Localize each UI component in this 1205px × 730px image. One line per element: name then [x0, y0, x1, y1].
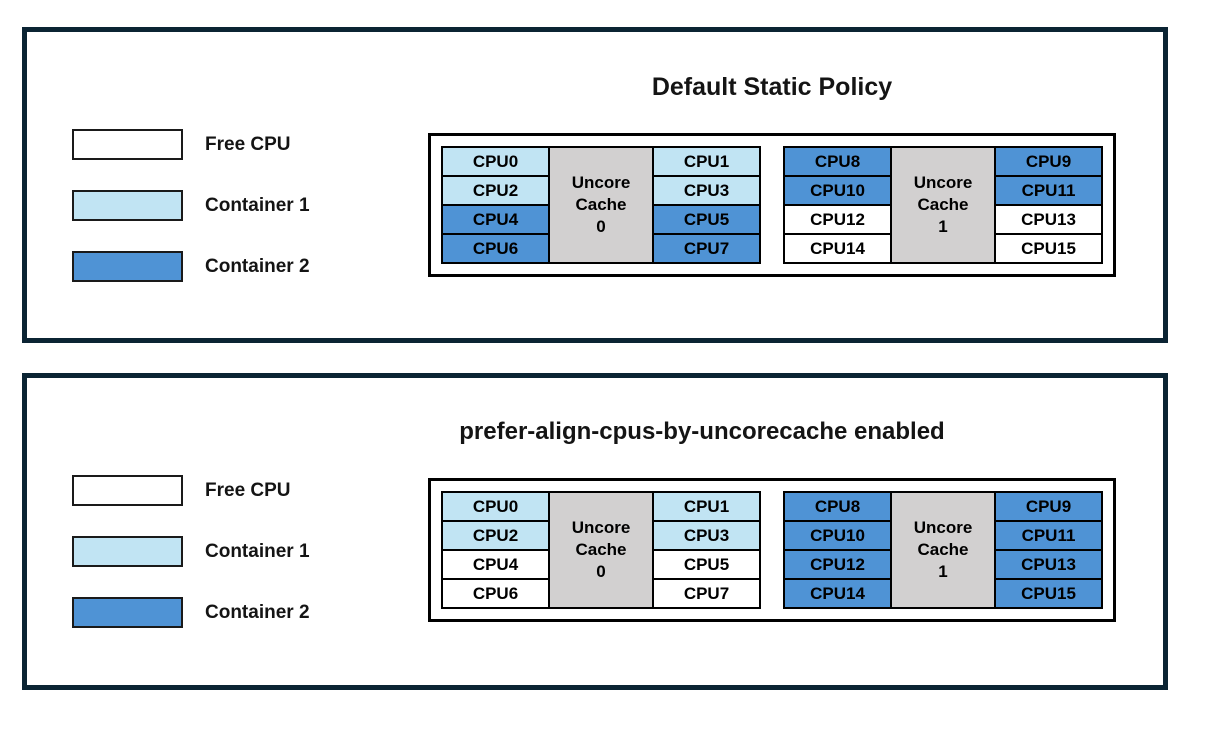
cpu-cell-cpu11: CPU11: [994, 520, 1103, 551]
cpu-cell-cpu13: CPU13: [994, 204, 1103, 235]
panel-default-static-policy: Default Static Policy Free CPU Container …: [22, 27, 1168, 343]
cpu-cell-cpu3: CPU3: [652, 175, 761, 206]
cache-label-line: 0: [596, 217, 606, 237]
cpu-cell-cpu7: CPU7: [652, 233, 761, 264]
cpu-cell-cpu5: CPU5: [652, 204, 761, 235]
panel-prefer-align-cpus-by-uncorecache: prefer-align-cpus-by-uncorecache enabled…: [22, 373, 1168, 690]
cache-label-line: Cache: [575, 194, 627, 214]
cache-label-line: Cache: [917, 539, 969, 559]
legend-item-container-1: Container 1: [72, 190, 310, 221]
cache-label-line: Cache: [575, 539, 627, 559]
cpu-cell-cpu3: CPU3: [652, 520, 761, 551]
cache-label-line: Uncore: [913, 172, 973, 192]
cache-label-line: 0: [596, 562, 606, 582]
cpu-cell-cpu10: CPU10: [783, 175, 892, 206]
legend-swatch-free-cpu: [72, 475, 183, 506]
cpu-cell-cpu15: CPU15: [994, 233, 1103, 264]
cpu-cell-cpu4: CPU4: [441, 204, 550, 235]
cpu-cell-cpu8: CPU8: [783, 146, 892, 177]
legend-swatch-container-2: [72, 251, 183, 282]
cpu-cell-cpu1: CPU1: [652, 146, 761, 177]
legend-item-container-2: Container 2: [72, 597, 310, 628]
legend: Free CPU Container 1 Container 2: [72, 129, 310, 282]
cpu-cell-cpu6: CPU6: [441, 233, 550, 264]
cpu-cell-cpu4: CPU4: [441, 549, 550, 580]
legend-label: Container 1: [205, 540, 310, 562]
cache-label-line: Cache: [917, 194, 969, 214]
cpu-cell-cpu2: CPU2: [441, 175, 550, 206]
cache-label-line: Uncore: [571, 517, 631, 537]
cpu-cell-cpu9: CPU9: [994, 491, 1103, 522]
cpu-cell-cpu6: CPU6: [441, 578, 550, 609]
cpu-cell-cpu15: CPU15: [994, 578, 1103, 609]
cpu-cell-cpu1: CPU1: [652, 491, 761, 522]
legend-swatch-container-1: [72, 190, 183, 221]
legend-item-free-cpu: Free CPU: [72, 475, 310, 506]
legend-label: Free CPU: [205, 133, 291, 155]
cpu-cell-cpu7: CPU7: [652, 578, 761, 609]
cpu-cell-cpu5: CPU5: [652, 549, 761, 580]
cpu-cell-cpu9: CPU9: [994, 146, 1103, 177]
legend-label: Container 2: [205, 601, 310, 623]
cpu-cell-cpu12: CPU12: [783, 549, 892, 580]
cpu-cell-cpu10: CPU10: [783, 520, 892, 551]
cache-label-line: 1: [938, 217, 948, 237]
legend: Free CPU Container 1 Container 2: [72, 475, 310, 628]
cpu-cell-cpu2: CPU2: [441, 520, 550, 551]
cache-label-line: 1: [938, 562, 948, 582]
cpu-cell-cpu0: CPU0: [441, 146, 550, 177]
legend-swatch-container-1: [72, 536, 183, 567]
legend-item-container-2: Container 2: [72, 251, 310, 282]
cache-label-line: Uncore: [571, 172, 631, 192]
legend-label: Container 1: [205, 194, 310, 216]
panel-title: prefer-align-cpus-by-uncorecache enabled: [459, 418, 945, 445]
cpu-cell-cpu12: CPU12: [783, 204, 892, 235]
cpu-cell-cpu14: CPU14: [783, 578, 892, 609]
cpu-cell-cpu14: CPU14: [783, 233, 892, 264]
cpu-cell-cpu11: CPU11: [994, 175, 1103, 206]
legend-label: Free CPU: [205, 479, 291, 501]
legend-label: Container 2: [205, 255, 310, 277]
legend-swatch-container-2: [72, 597, 183, 628]
panel-title: Default Static Policy: [651, 73, 893, 101]
cpu-cell-cpu8: CPU8: [783, 491, 892, 522]
cpu-cell-cpu13: CPU13: [994, 549, 1103, 580]
legend-item-free-cpu: Free CPU: [72, 129, 310, 160]
cache-label-line: Uncore: [913, 517, 973, 537]
legend-swatch-free-cpu: [72, 129, 183, 160]
cpu-cell-cpu0: CPU0: [441, 491, 550, 522]
legend-item-container-1: Container 1: [72, 536, 310, 567]
